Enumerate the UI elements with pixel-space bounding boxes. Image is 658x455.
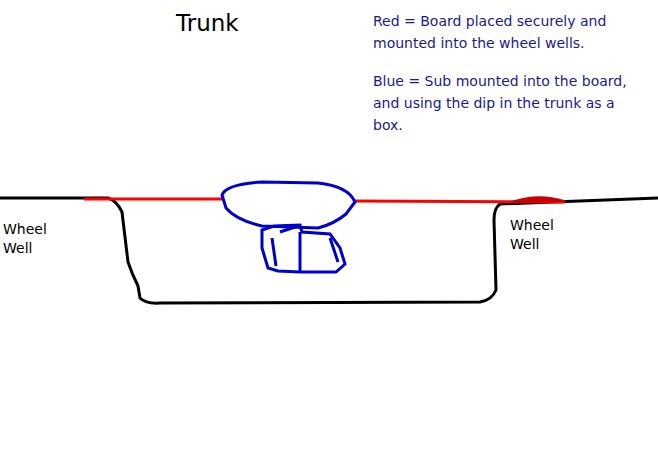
trunk-outline [0,198,658,303]
color-note: Blue = Sub mounted into the board, and u… [373,70,643,136]
diagram-title: Trunk [176,10,239,36]
mounting-board [512,197,564,202]
subwoofer [222,182,355,272]
part-label: Wheel Well [510,216,570,254]
part-label: Wheel Well [3,220,63,258]
mounting-board [84,198,224,201]
color-note: Red = Board placed securely and mounted … [373,10,643,54]
